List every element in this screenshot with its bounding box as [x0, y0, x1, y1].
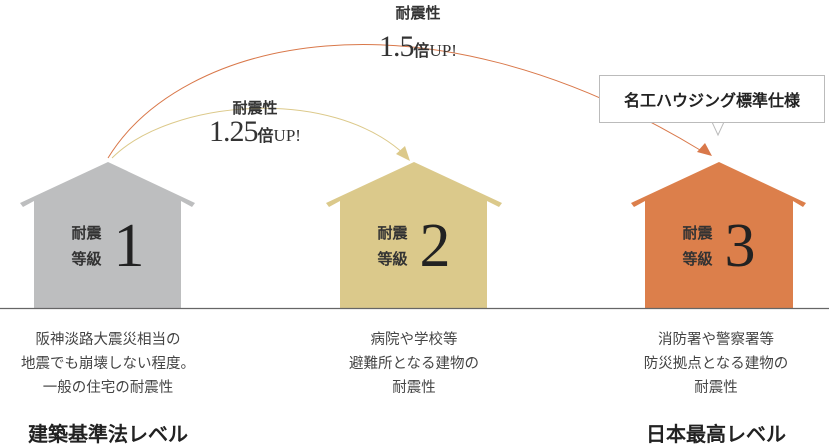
grade-label-bottom: 等級 — [682, 250, 713, 268]
house-3 — [631, 162, 806, 308]
callout-pointer — [711, 121, 725, 137]
upper-arc-label: 耐震性 — [395, 4, 441, 22]
description-line: 避難所となる建物の — [348, 356, 480, 372]
grade-number: 1 — [113, 212, 145, 280]
lower-arc — [111, 107, 406, 159]
grade-1-label: 耐震等級 1 — [72, 215, 145, 277]
grade-label-bottom: 等級 — [71, 250, 102, 268]
grade-3-label: 耐震等級 3 — [683, 215, 756, 277]
description-line: 一般の住宅の耐震性 — [42, 380, 174, 396]
upper-multiplier-suffix: UP! — [429, 41, 457, 60]
upper-arc-multiplier: 1.5倍UP! — [379, 30, 457, 64]
grade-label-top: 耐震 — [71, 224, 102, 242]
lower-arrow-head — [396, 146, 410, 161]
description-line: 耐震性 — [392, 380, 436, 396]
grade-2-label: 耐震等級 2 — [378, 215, 451, 277]
description-line: 阪神淡路大震災相当の — [35, 332, 181, 348]
upper-multiplier-value: 1.5 — [379, 30, 414, 63]
standard-spec-callout: 名工ハウジング標準仕様 — [599, 75, 825, 123]
grade-2-description: 病院や学校等 避難所となる建物の 耐震性 — [349, 328, 479, 400]
grade-1-description: 阪神淡路大震災相当の 地震でも崩壊しない程度。 一般の住宅の耐震性 — [21, 328, 195, 400]
upper-multiplier-unit: 倍 — [413, 41, 430, 60]
description-line: 病院や学校等 — [370, 332, 458, 348]
house-2 — [326, 162, 502, 308]
lower-multiplier-unit: 倍 — [257, 126, 274, 145]
grade-3-level: 日本最高レベル — [646, 422, 786, 446]
description-line: 耐震性 — [694, 380, 738, 396]
grade-label-top: 耐震 — [377, 224, 408, 242]
description-line: 消防署や警察署等 — [657, 332, 774, 348]
grade-label-top: 耐震 — [682, 224, 713, 242]
upper-arc — [107, 44, 701, 159]
lower-arc-label: 耐震性 — [232, 99, 278, 117]
lower-arc-multiplier: 1.25倍UP! — [209, 115, 301, 149]
upper-arrow-head — [697, 143, 712, 156]
grade-1-level: 建築基準法レベル — [28, 422, 188, 446]
grade-number: 2 — [419, 212, 451, 280]
grade-3-description: 消防署や警察署等 防災拠点となる建物の 耐震性 — [644, 328, 789, 400]
lower-multiplier-suffix: UP! — [273, 126, 301, 145]
description-line: 防災拠点となる建物の — [643, 356, 789, 372]
description-line: 地震でも崩壊しない程度。 — [21, 356, 195, 372]
house-1 — [20, 162, 195, 308]
lower-multiplier-value: 1.25 — [209, 115, 258, 148]
grade-label-bottom: 等級 — [377, 250, 408, 268]
grade-number: 3 — [724, 212, 756, 280]
